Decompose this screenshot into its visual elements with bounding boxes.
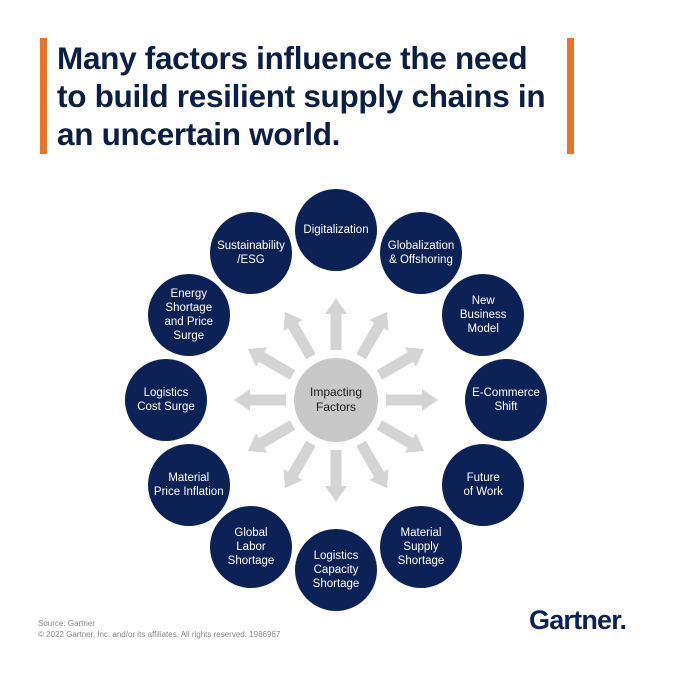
arrow-to-logistics-cost-surge <box>234 389 286 411</box>
title-line-2: to build resilient supply chains in <box>57 78 546 114</box>
factor-node-e-commerce-shift: E-Commerce Shift <box>465 359 547 441</box>
arrow-to-material-supply-shortage <box>356 440 389 489</box>
right-accent-bar <box>567 38 574 154</box>
factor-node-material-supply-shortage: Material Supply Shortage <box>380 506 462 589</box>
arrow-to-global-labor-shortage <box>283 440 316 489</box>
arrow-to-e-commerce-shift <box>386 389 438 411</box>
footer-copyright: © 2022 Gartner, Inc. and/or its affiliat… <box>38 630 281 639</box>
factor-node-globalization-offshoring: Globalization & Offshoring <box>380 211 462 294</box>
factor-node-digitalization: Digitalization <box>295 189 377 271</box>
title-line-1: Many factors influence the need <box>57 40 528 76</box>
factor-node-new-business-model: New Business Model <box>442 274 525 356</box>
arrow-to-globalization-offshoring <box>356 311 389 360</box>
arrow-to-energy-shortage-and-price-surge <box>247 347 296 380</box>
arrow-to-digitalization <box>325 298 347 350</box>
factor-node-logistics-cost-surge: Logistics Cost Surge <box>125 359 207 441</box>
gartner-logo: Gartner. <box>529 605 627 635</box>
factor-node-global-labor-shortage: Global Labor Shortage <box>210 506 292 589</box>
arrow-to-sustainability-esg <box>283 311 316 360</box>
arrow-to-new-business-model <box>376 347 425 380</box>
arrow-to-logistics-capacity-shortage <box>325 450 347 502</box>
factor-node-energy-shortage-and-price-surge: Energy Shortage and Price Surge <box>147 274 230 356</box>
title-line-3: an uncertain world. <box>57 116 341 152</box>
arrow-to-material-price-inflation <box>247 420 296 453</box>
page-title: Many factors influence the need to build… <box>57 39 562 153</box>
factor-node-material-price-inflation: Material Price Inflation <box>147 444 230 526</box>
left-accent-bar <box>40 38 47 154</box>
factor-node-sustainability-esg: Sustainability /ESG <box>210 211 292 294</box>
arrow-to-future-of-work <box>376 420 425 453</box>
footer-source: Source: Gartner <box>38 619 95 628</box>
factor-node-future-of-work: Future of Work <box>442 444 525 526</box>
center-circle-impacting-factors: Impacting Factors <box>294 358 378 442</box>
factor-node-logistics-capacity-shortage: Logistics Capacity Shortage <box>295 529 377 611</box>
